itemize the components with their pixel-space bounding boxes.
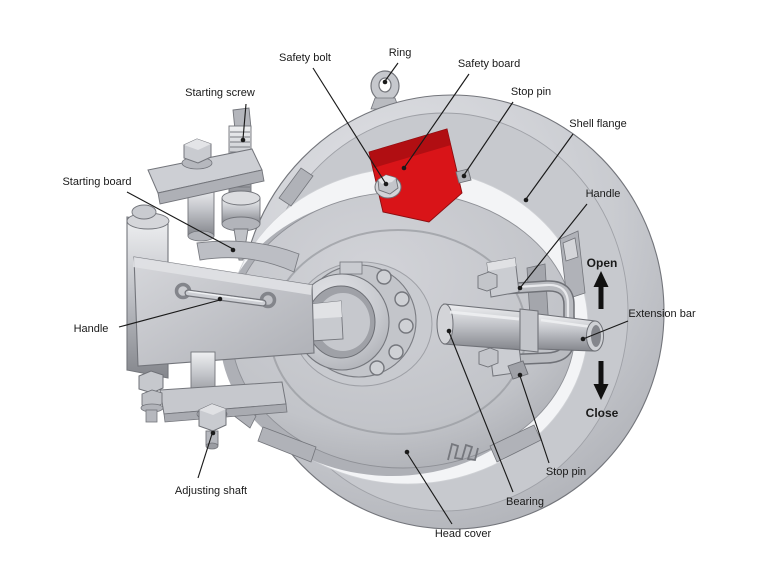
- callout-extension-bar: Extension bar: [580, 308, 696, 342]
- svg-text:Ring: Ring: [389, 47, 412, 59]
- stop-pin-bottom-shape: [507, 360, 529, 380]
- callout-safety-bolt: Safety bolt: [279, 52, 389, 187]
- close-direction: Close: [586, 361, 619, 420]
- bearing-shape: [436, 303, 524, 351]
- svg-text:Stop pin: Stop pin: [546, 466, 586, 478]
- callout-handle-left: Handle: [74, 296, 223, 335]
- left-arm-assembly: [126, 107, 315, 450]
- handle-left-shape: [174, 282, 277, 309]
- close-arrow-icon: [593, 361, 609, 400]
- svg-text:Starting board: Starting board: [62, 176, 131, 188]
- callout-adjusting-shaft: Adjusting shaft: [175, 430, 247, 497]
- callout-handle-right: Handle: [517, 188, 621, 291]
- callout-stop-pin-top: Stop pin: [461, 86, 551, 179]
- callout-stop-pin-bottom: Stop pin: [517, 372, 586, 478]
- callout-head-cover: Head cover: [404, 449, 492, 540]
- svg-text:Handle: Handle: [74, 323, 109, 335]
- svg-text:Adjusting shaft: Adjusting shaft: [175, 485, 247, 497]
- callout-ring: Ring: [382, 47, 412, 85]
- starting-board-shape: [196, 240, 300, 273]
- spring-detail: [447, 442, 479, 462]
- hub-shape: [293, 261, 417, 378]
- svg-text:Handle: Handle: [586, 188, 621, 200]
- callout-safety-board: Safety board: [401, 58, 520, 171]
- svg-text:Stop pin: Stop pin: [511, 86, 551, 98]
- svg-text:Starting screw: Starting screw: [185, 87, 255, 99]
- lifting-ring-shape: [370, 70, 400, 110]
- callout-shell-flange: Shell flange: [523, 118, 627, 203]
- svg-text:Safety board: Safety board: [458, 58, 520, 70]
- svg-text:Head cover: Head cover: [435, 528, 492, 540]
- svg-text:Open: Open: [587, 256, 618, 270]
- open-direction: Open: [587, 256, 618, 309]
- callout-bearing: Bearing: [446, 328, 544, 508]
- extension-bar-shape: [537, 313, 604, 352]
- right-handle-assembly: [436, 257, 604, 380]
- svg-text:Bearing: Bearing: [506, 496, 544, 508]
- svg-text:Shell flange: Shell flange: [569, 118, 627, 130]
- open-arrow-icon: [593, 271, 609, 309]
- safety-board-shape: [368, 128, 463, 223]
- svg-text:Safety bolt: Safety bolt: [279, 52, 331, 64]
- callout-starting-screw: Starting screw: [185, 87, 255, 143]
- adjusting-shaft-shape: [196, 403, 228, 450]
- svg-text:Close: Close: [586, 406, 619, 420]
- svg-text:Extension bar: Extension bar: [628, 308, 696, 320]
- callout-starting-board: Starting board: [62, 176, 236, 253]
